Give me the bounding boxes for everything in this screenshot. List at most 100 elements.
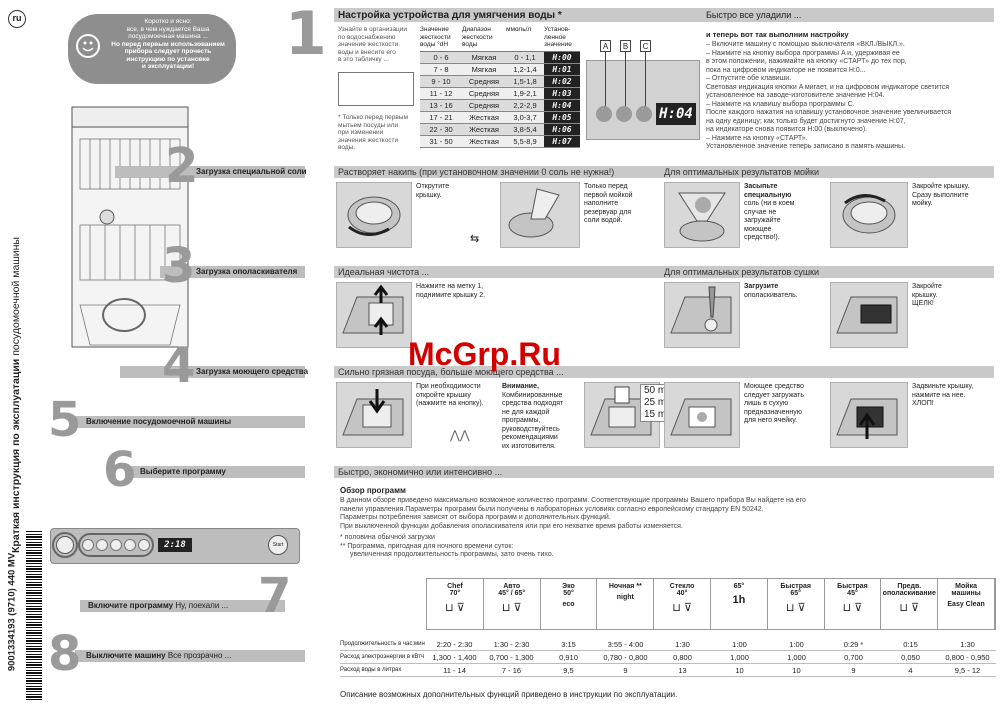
program-temp: 45°	[847, 590, 858, 597]
program-icon: ⊔ ⊽	[672, 602, 692, 614]
salt-illustration-4	[830, 182, 908, 248]
section3-header-left: Идеальная чистота ...	[338, 267, 430, 277]
program-temp: 40°	[676, 590, 688, 597]
program-temp: машины	[951, 590, 981, 597]
detergent-text-4: Задвиньте крышку,нажмите на нее.ХЛОП!	[912, 383, 974, 407]
program-icon: night	[616, 594, 634, 601]
hardness-entry-box[interactable]	[338, 72, 414, 106]
section3-header-right: Для оптимальных результатов сушки	[664, 267, 820, 277]
softener-display: H:04	[656, 103, 696, 125]
program-name: Быстрая	[837, 583, 868, 590]
setup-title: и теперь вот так выполним настройку	[706, 30, 849, 39]
program-data-cell: 1:00	[789, 640, 804, 649]
program-button-3[interactable]	[110, 539, 122, 551]
hardness-range-cell: Средняя	[468, 77, 500, 86]
program-temp: 70°	[449, 590, 461, 597]
program-data-label: Расход электроэнергии в кВтч	[340, 654, 425, 660]
hardness-dh-cell: 9 - 10	[431, 77, 451, 86]
hardness-mmol-cell: 5,5-8,9	[513, 137, 537, 146]
hardness-range-cell: Средняя	[468, 89, 500, 98]
vertical-title: Краткая инструкция по эксплуатации посуд…	[10, 237, 22, 553]
hardness-range-cell: Мягкая	[471, 65, 497, 74]
program-icon: Easy Clean	[947, 601, 985, 608]
button-c-leader	[645, 52, 646, 108]
program-data-label: Расход воды в литрах	[340, 667, 402, 673]
salt-illustration-1	[336, 182, 412, 248]
program-data-cell: 3:15	[561, 640, 576, 649]
program-data-cell: 1:30	[675, 640, 690, 649]
hardness-setting-cell: H:06	[544, 124, 580, 135]
hardness-range-cell: Жесткая	[469, 137, 499, 146]
program-data-label: Продолжительность в час:мин	[340, 641, 425, 647]
section2-header-right: Для оптимальных результатов мойки	[664, 167, 820, 177]
step-4-label: Загрузка моющего средства	[196, 367, 309, 376]
detergent-illustration-4	[830, 382, 908, 448]
spray-icon: ⋀⋀	[450, 428, 470, 442]
hardness-setting-cell: H:00	[544, 52, 580, 63]
overview-text: В данном обзоре приведено максимально во…	[340, 497, 806, 558]
hardness-dh-cell: 13 - 16	[429, 101, 453, 110]
program-button-c[interactable]	[636, 106, 652, 122]
program-temp: ополаскивание	[882, 590, 936, 597]
section1-title: Настройка устройства для умягчения воды …	[338, 10, 562, 21]
power-highlight-circle	[52, 532, 78, 558]
connector-bar-8	[75, 650, 305, 662]
panel-display: 2:18	[158, 538, 192, 552]
program-data-cell: 1:00	[732, 640, 747, 649]
program-data-cell: 9	[851, 666, 856, 675]
program-cell: Предв.ополаскивание⊔ ⊽	[881, 579, 939, 629]
program-button-b[interactable]	[616, 106, 632, 122]
rinse-illustration-3	[830, 282, 908, 348]
hardness-setting-cell: H:03	[544, 88, 580, 99]
step-2-label: Загрузка специальной соли	[196, 167, 307, 176]
program-data-cell: 0,800 - 0,950	[945, 653, 990, 662]
program-icon: ⊔ ⊽	[501, 602, 522, 614]
step-8-label: Выключите машину Все прозрачно ...	[86, 651, 232, 660]
program-temp: 50°	[563, 590, 574, 597]
program-data-cell: 0:15	[903, 640, 918, 649]
program-button-4[interactable]	[124, 539, 136, 551]
button-a-leader	[605, 52, 606, 108]
program-cell: Ночная ** night	[597, 579, 655, 629]
hardness-setting-cell: H:01	[544, 64, 580, 75]
step-7-number: 7	[258, 568, 292, 624]
start-button[interactable]: Start	[268, 535, 288, 555]
hardness-mmol-cell: 1,5-1,8	[513, 77, 537, 86]
step-6-number: 6	[103, 442, 137, 498]
program-data-cell: 0,700 - 1,300	[489, 653, 534, 662]
step-4-number: 4	[162, 338, 196, 394]
program-icon: ⊔ ⊽	[842, 602, 863, 614]
barcode	[26, 530, 42, 700]
program-name: Авто	[503, 583, 521, 590]
program-name: Эко	[562, 583, 575, 590]
hardness-range-cell: Жесткая	[469, 113, 499, 122]
program-data-cell: 1:30	[960, 640, 975, 649]
program-button-a[interactable]	[596, 106, 612, 122]
hardness-setting-cell: H:05	[544, 112, 580, 123]
program-name: Стекло	[669, 583, 695, 590]
program-cell: 65°1h	[711, 579, 768, 629]
softener-panel	[586, 60, 700, 140]
setup-instructions: – Включите машину с помощью выключателя …	[706, 41, 952, 150]
hardness-mmol-cell: 2,2-2,9	[513, 101, 537, 110]
program-name: Ночная **	[608, 583, 642, 590]
wave-icon: ⇆	[470, 233, 480, 245]
program-data-cell: 0,780 - 0,800	[603, 653, 648, 662]
program-data-cell: 0,800	[673, 653, 692, 662]
program-data-cell: 2:20 - 2:30	[436, 640, 473, 649]
program-button-2[interactable]	[96, 539, 108, 551]
program-temp: 45° / 65°	[498, 590, 526, 597]
step-5-label: Включение посудомоечной машины	[86, 417, 232, 426]
